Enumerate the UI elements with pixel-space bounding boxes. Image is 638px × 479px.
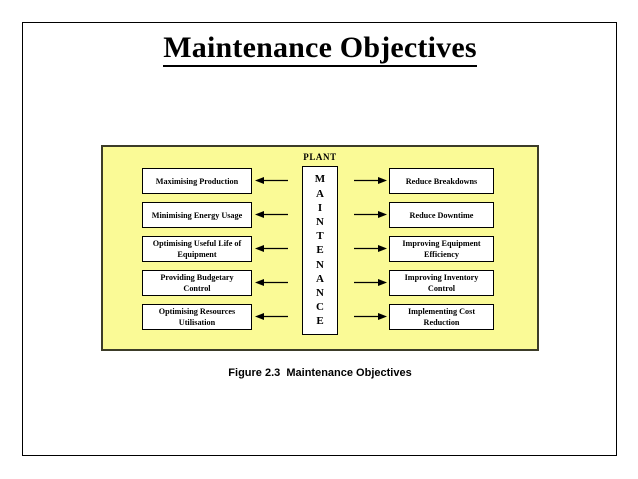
maintenance-letter-1: M	[314, 173, 326, 186]
diagram-panel: PLANT Maximising Production Minimising E…	[101, 145, 539, 351]
arrow-right-2	[354, 211, 387, 218]
node-box-left-5[interactable]: Optimising Resources Utilisation	[142, 304, 252, 330]
arrow-left-4	[255, 279, 288, 286]
maintenance-letter-7: N	[316, 258, 324, 271]
arrow-right-4	[354, 279, 387, 286]
arrow-left-5	[255, 313, 288, 320]
arrow-left-2	[255, 211, 288, 218]
maintenance-letter-9: N	[316, 287, 324, 299]
arrow-right-1	[354, 177, 387, 184]
node-box-right-3[interactable]: Improving Equipment Efficiency	[389, 236, 494, 262]
maintenance-letter-10: C	[316, 301, 324, 314]
node-box-right-5[interactable]: Implementing Cost Reduction	[389, 304, 494, 330]
maintenance-letter-11: E	[316, 315, 324, 328]
figure-caption: Figure 2.3 Maintenance Objectives	[228, 367, 412, 379]
plant-label: PLANT	[303, 152, 337, 162]
node-box-right-1[interactable]: Reduce Breakdowns	[389, 168, 494, 194]
page-title-text: Maintenance Objectives	[163, 31, 477, 67]
maintenance-letter-5: T	[316, 230, 324, 243]
node-box-left-4[interactable]: Providing Budgetary Control	[142, 270, 252, 296]
maintenance-letter-8: A	[316, 272, 324, 285]
arrow-right-5	[354, 313, 387, 320]
node-box-left-1[interactable]: Maximising Production	[142, 168, 252, 194]
arrow-right-3	[354, 245, 387, 252]
node-box-left-3[interactable]: Optimising Useful Life of Equipment	[142, 236, 252, 262]
maintenance-letter-3: I	[317, 201, 323, 214]
arrow-left-3	[255, 245, 288, 252]
node-box-right-4[interactable]: Improving Inventory Control	[389, 270, 494, 296]
page-title: Maintenance Objectives	[1, 31, 638, 67]
node-box-left-2[interactable]: Minimising Energy Usage	[142, 202, 252, 228]
maintenance-letter-2: A	[316, 187, 324, 200]
node-box-right-2[interactable]: Reduce Downtime	[389, 202, 494, 228]
maintenance-letter-6: E	[316, 244, 324, 257]
maintenance-center-box[interactable]: M A I N T E N A N C E	[302, 166, 338, 335]
arrow-left-1	[255, 177, 288, 184]
maintenance-letter-4: N	[316, 215, 324, 228]
slide-frame: Maintenance Objectives PLANT Maximising …	[22, 22, 617, 456]
